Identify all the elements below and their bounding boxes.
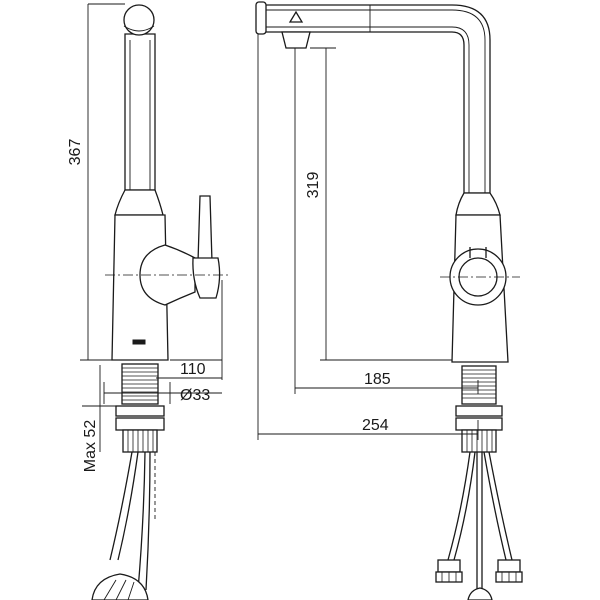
front-connector-right xyxy=(497,559,521,573)
side-spout-column xyxy=(124,33,156,191)
side-hose-mid xyxy=(137,451,151,591)
front-shank-threads xyxy=(462,369,496,399)
side-spout-inner xyxy=(129,40,151,190)
side-weight xyxy=(91,573,149,600)
dim-spout-reach: 254 xyxy=(362,417,389,434)
dim-spout-height: 319 xyxy=(305,172,322,199)
side-nut xyxy=(122,429,158,453)
front-nozzle-top xyxy=(288,10,304,23)
dim-total-height: 367 xyxy=(67,139,84,166)
side-weight-lines xyxy=(103,579,135,600)
front-view: 319 185 254 xyxy=(255,1,523,600)
front-connector-left xyxy=(437,559,461,573)
front-hose-right xyxy=(483,451,513,561)
side-plate xyxy=(115,417,165,431)
front-collar xyxy=(455,192,501,216)
dim-thread-diameter: Ø33 xyxy=(180,387,210,404)
side-lever-knob xyxy=(192,257,221,299)
side-collar xyxy=(114,189,164,216)
side-lever-handle xyxy=(197,195,213,263)
side-logo-badge xyxy=(132,339,146,345)
side-shank-threads xyxy=(122,367,158,401)
front-aerator xyxy=(255,1,267,35)
dim-max-thickness: Max 52 xyxy=(82,420,99,473)
dim-spout-inner-reach: 185 xyxy=(364,371,391,388)
front-hose-left xyxy=(447,451,476,561)
front-hose-center xyxy=(476,452,483,596)
front-weight xyxy=(467,587,493,600)
front-nut xyxy=(461,429,497,453)
front-plate xyxy=(455,417,503,431)
side-spout-top-circle xyxy=(123,4,155,36)
front-spout-inner xyxy=(262,9,486,193)
side-washer xyxy=(115,405,165,417)
front-washer xyxy=(455,405,503,417)
dim-base-depth: 110 xyxy=(180,361,206,378)
side-spout-cap xyxy=(123,25,155,32)
side-view: 367 110 Ø33 Max 52 xyxy=(67,3,228,600)
front-nozzle-head xyxy=(281,31,311,49)
side-nut-ribs xyxy=(127,430,154,452)
side-hose-left xyxy=(109,451,139,561)
